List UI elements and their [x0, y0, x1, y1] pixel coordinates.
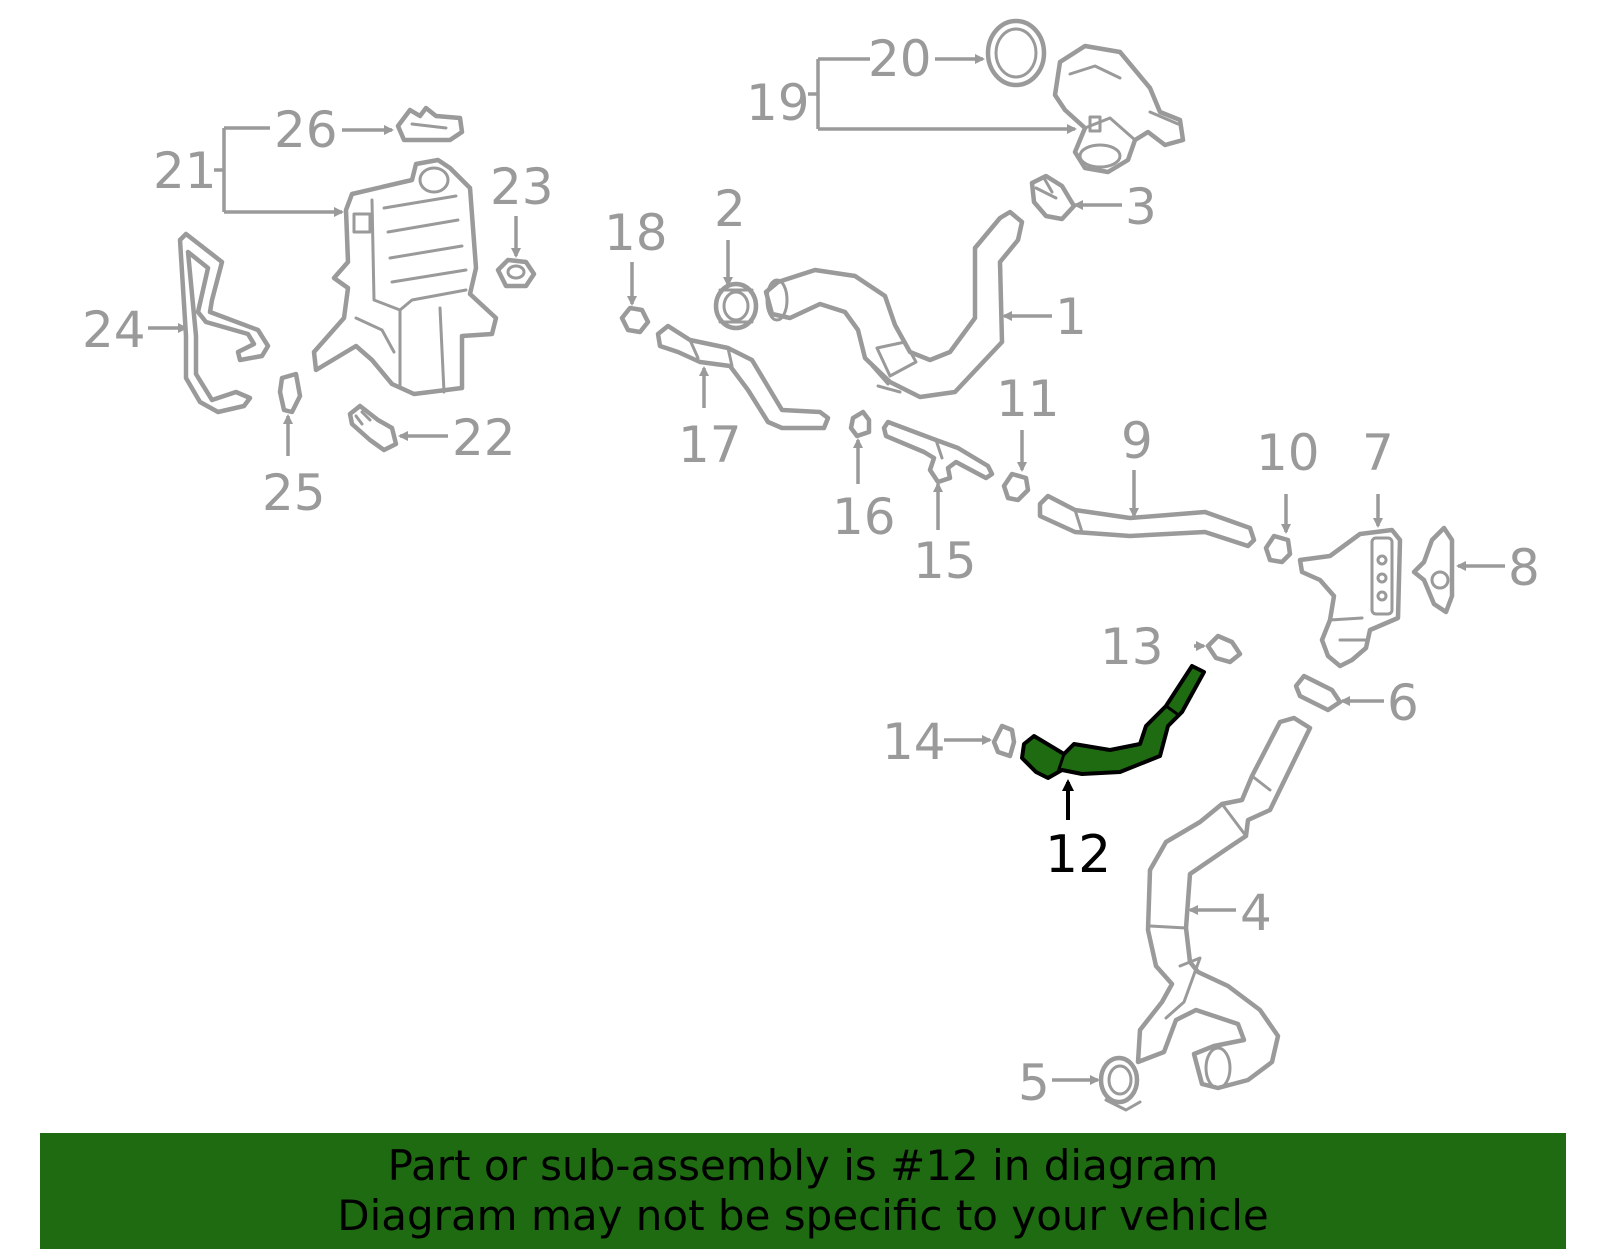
- label-14: 14: [882, 713, 946, 771]
- part-6-clip[interactable]: [1293, 673, 1343, 713]
- banner-line-1: Part or sub-assembly is #12 in diagram: [387, 1141, 1219, 1190]
- banner-line-2: Diagram may not be specific to your vehi…: [337, 1191, 1269, 1240]
- label-19: 19: [746, 74, 810, 132]
- part-1-hose[interactable]: [763, 209, 1025, 400]
- label-21: 21: [153, 142, 217, 200]
- part-10-clamp[interactable]: [1263, 533, 1293, 565]
- label-22: 22: [452, 409, 516, 467]
- part-2-clamp[interactable]: [713, 281, 759, 331]
- label-2: 2: [714, 180, 746, 238]
- part-19-water-outlet[interactable]: [1052, 43, 1186, 175]
- part-22-bolt[interactable]: [347, 403, 399, 453]
- label-1: 1: [1055, 288, 1087, 346]
- label-11: 11: [996, 370, 1060, 428]
- label-7: 7: [1362, 424, 1394, 482]
- part-16-clip[interactable]: [848, 409, 872, 439]
- part-13-clamp[interactable]: [1205, 633, 1243, 665]
- label-15: 15: [913, 532, 977, 590]
- part-15-pipe[interactable]: [881, 419, 995, 485]
- part-18-clip[interactable]: [619, 305, 651, 335]
- part-3-clamp[interactable]: [1029, 173, 1077, 222]
- label-13: 13: [1100, 618, 1164, 676]
- label-16: 16: [832, 488, 896, 546]
- part-5-clamp[interactable]: [1098, 1055, 1142, 1112]
- leader-19-20: [808, 54, 1075, 129]
- label-9: 9: [1121, 412, 1153, 470]
- part-14-clip[interactable]: [991, 723, 1017, 759]
- part-26-cap[interactable]: [395, 105, 465, 143]
- part-25-clip[interactable]: [277, 371, 303, 415]
- leader-21: [214, 126, 342, 212]
- label-6: 6: [1387, 674, 1419, 732]
- part-21-reservoir[interactable]: [311, 157, 499, 397]
- part-9-hose[interactable]: [1037, 493, 1257, 549]
- label-4: 4: [1240, 884, 1272, 942]
- label-12: 12: [1045, 825, 1111, 885]
- info-banner: Part or sub-assembly is #12 in diagram D…: [40, 1133, 1566, 1249]
- part-7-housing[interactable]: [1297, 527, 1403, 669]
- label-26: 26: [274, 101, 338, 159]
- label-20: 20: [868, 30, 932, 88]
- part-4-hose[interactable]: [1135, 715, 1313, 1091]
- part-12-hose-highlighted[interactable]: [1020, 664, 1206, 780]
- part-23-nut[interactable]: [495, 257, 537, 289]
- label-5: 5: [1018, 1054, 1050, 1112]
- part-20-o-ring[interactable]: [985, 18, 1047, 88]
- label-10: 10: [1256, 424, 1320, 482]
- part-17-hose[interactable]: [655, 323, 831, 431]
- label-18: 18: [604, 204, 668, 262]
- label-17: 17: [678, 416, 742, 474]
- part-11-clamp[interactable]: [1001, 471, 1031, 503]
- label-24: 24: [82, 301, 146, 359]
- label-3: 3: [1125, 178, 1157, 236]
- label-8: 8: [1508, 539, 1540, 597]
- label-25: 25: [262, 464, 326, 522]
- label-23: 23: [490, 158, 554, 216]
- part-8-gasket[interactable]: [1411, 525, 1455, 615]
- part-24-hose[interactable]: [177, 231, 271, 415]
